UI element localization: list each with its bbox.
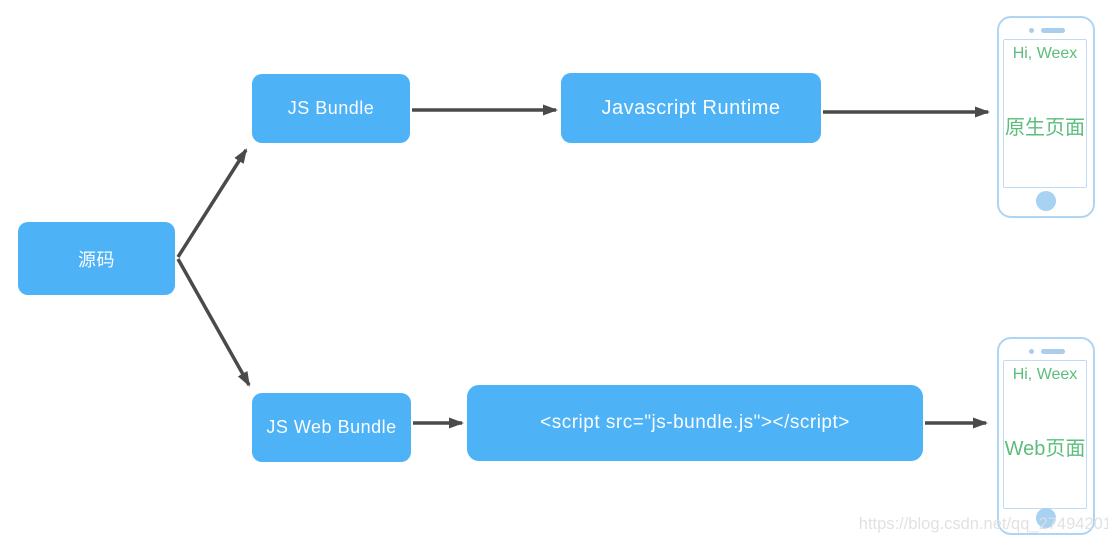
web-phone-mockup: Hi, Weex Web页面	[997, 337, 1095, 535]
js-bundle-box: JS Bundle	[252, 74, 410, 143]
script-tag-box: <script src="js-bundle.js"></script>	[467, 385, 923, 461]
speaker-icon	[1041, 349, 1065, 354]
native-phone-mockup: Hi, Weex 原生页面	[997, 16, 1095, 218]
home-button-icon	[1036, 191, 1056, 211]
native-page-label: 原生页面	[1005, 116, 1085, 139]
speaker-icon	[1041, 28, 1065, 33]
web-phone-screen: Hi, Weex Web页面	[1003, 360, 1087, 509]
source-code-box: 源码	[18, 222, 175, 295]
arrow-source-to-js-web-bundle	[176, 258, 251, 387]
web-greeting-text: Hi, Weex	[1012, 366, 1078, 383]
watermark-url: https://blog.csdn.net/qq_27494201	[858, 515, 1108, 533]
arrow-source-to-js-bundle	[176, 148, 248, 258]
camera-icon	[1029, 28, 1034, 33]
camera-icon	[1029, 349, 1034, 354]
web-page-label: Web页面	[1004, 437, 1086, 460]
home-button-icon	[1036, 508, 1056, 528]
js-web-bundle-box: JS Web Bundle	[252, 393, 411, 462]
native-phone-screen: Hi, Weex 原生页面	[1003, 39, 1087, 188]
native-greeting-text: Hi, Weex	[1012, 45, 1078, 62]
javascript-runtime-box: Javascript Runtime	[561, 73, 821, 143]
